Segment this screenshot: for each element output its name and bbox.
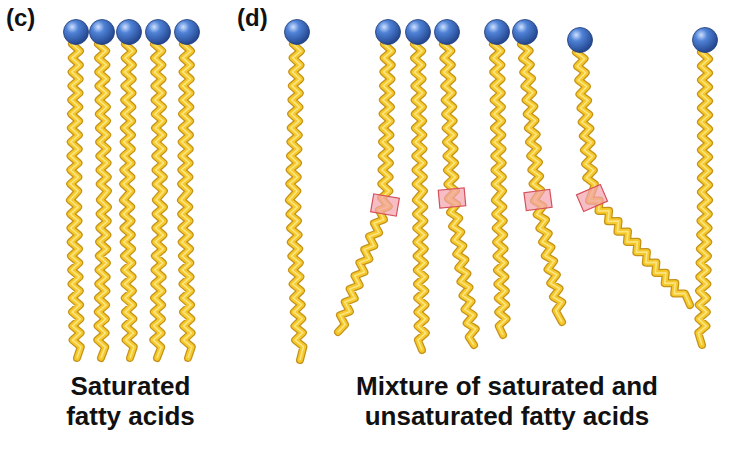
cis-double-bond (438, 188, 466, 208)
tail-highlight (698, 52, 709, 345)
carboxyl-head (435, 20, 460, 45)
tail-highlight (576, 52, 690, 305)
tail-highlight (123, 44, 134, 358)
tail-fill (521, 44, 562, 322)
carboxyl-head (117, 20, 142, 45)
fatty-acid-tail (123, 44, 134, 358)
tail-fill (123, 44, 134, 358)
tail-highlight (338, 44, 392, 332)
fatty-acid-tail (493, 44, 507, 335)
carboxyl-head (693, 28, 718, 53)
carboxyl-head (175, 20, 200, 45)
fatty-acid-tail (521, 44, 562, 322)
tail-highlight (181, 44, 192, 358)
panel-letter: (c) (6, 4, 66, 32)
tail-outline (698, 52, 709, 345)
carboxyl-head (90, 20, 115, 45)
tail-outline (493, 44, 507, 335)
tails (70, 44, 709, 360)
carboxyl-head (485, 20, 510, 45)
cis-double-bond (371, 194, 400, 216)
tail-highlight (414, 44, 426, 350)
tail-fill (181, 44, 192, 358)
carboxyl-head (568, 28, 593, 53)
cis-double-bond (524, 189, 552, 210)
carboxyl-head (376, 20, 401, 45)
fatty-acid-tail (181, 44, 192, 358)
tail-fill (70, 44, 81, 358)
tail-outline (338, 44, 392, 332)
tail-fill (289, 44, 303, 360)
fatty-acid-tail (338, 44, 392, 332)
tail-fill (153, 44, 164, 358)
fatty-acid-tail (698, 52, 709, 345)
tail-fill (698, 52, 709, 345)
tail-highlight (70, 44, 81, 358)
tail-fill (576, 52, 690, 305)
fatty-acid-tail (153, 44, 164, 358)
panel-caption: Saturated fatty acids (43, 372, 218, 432)
fatty-acid-tail (70, 44, 81, 358)
carboxyl-head (513, 20, 538, 45)
panel-caption: Mixture of saturated and unsaturated fat… (292, 372, 722, 432)
tail-outline (576, 52, 690, 305)
tail-outline (123, 44, 134, 358)
tail-highlight (153, 44, 164, 358)
tail-outline (414, 44, 426, 350)
tail-fill (338, 44, 392, 332)
panel-letter: (d) (237, 4, 297, 32)
fatty-acid-tail (576, 52, 690, 305)
cis-double-bond (576, 185, 607, 212)
tail-outline (181, 44, 192, 358)
tail-outline (153, 44, 164, 358)
fatty-acid-tail (414, 44, 426, 350)
tail-highlight (97, 44, 108, 358)
tail-highlight (493, 44, 507, 335)
tail-outline (521, 44, 562, 322)
tail-outline (289, 44, 303, 360)
fatty-acid-tail (97, 44, 108, 358)
tail-fill (493, 44, 507, 335)
double-bonds (371, 185, 608, 217)
heads (64, 20, 718, 53)
tail-outline (70, 44, 81, 358)
carboxyl-head (285, 20, 310, 45)
tail-highlight (289, 44, 303, 360)
tail-highlight (521, 44, 562, 322)
tail-outline (97, 44, 108, 358)
tail-fill (414, 44, 426, 350)
tail-fill (97, 44, 108, 358)
fatty-acid-tail (289, 44, 303, 360)
carboxyl-head (64, 20, 89, 45)
carboxyl-head (146, 20, 171, 45)
carboxyl-head (406, 20, 431, 45)
